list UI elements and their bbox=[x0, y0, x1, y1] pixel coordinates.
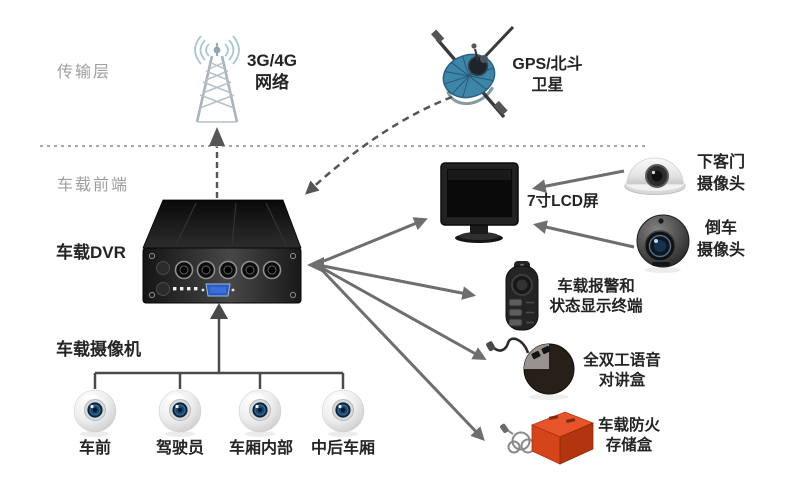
dvr-connection-arrows bbox=[307, 217, 487, 441]
intercom-label: 全双工语音 对讲盒 bbox=[583, 352, 661, 389]
lcd-label: 7寸LCD屏 bbox=[527, 193, 599, 210]
alarm-terminal-icon bbox=[505, 261, 539, 331]
cell-tower-icon bbox=[194, 35, 240, 123]
eyeball-camera-front-icon bbox=[73, 389, 117, 438]
eyeball-camera-cabin-icon bbox=[238, 389, 282, 438]
intercom-icon bbox=[486, 337, 575, 400]
gps-satellite-icon bbox=[431, 25, 515, 119]
camera-label-cabin: 车厢内部 bbox=[228, 440, 294, 457]
uplink-arrow bbox=[209, 127, 225, 208]
camera-label-front: 车前 bbox=[78, 440, 112, 457]
camera-to-monitor-arrows bbox=[531, 169, 635, 249]
satellite-label: GPS/北斗 卫星 bbox=[512, 56, 583, 94]
network-label: 3G/4G 网络 bbox=[246, 51, 298, 92]
alarm-terminal-label: 车载报警和 状态显示终端 bbox=[549, 278, 643, 315]
dome-camera-label: 下客门 摄像头 bbox=[696, 154, 745, 193]
storage-box-label: 车载防火 存储盒 bbox=[597, 417, 660, 454]
camera-tree-lines bbox=[93, 303, 345, 389]
rear-camera-label: 倒车 摄像头 bbox=[696, 220, 745, 259]
transmission-layer-label: 传输层 bbox=[57, 64, 112, 81]
eyeball-camera-driver-icon bbox=[158, 389, 202, 438]
camera-group-label: 车载摄像机 bbox=[56, 340, 141, 359]
eyeball-camera-rear-cabin-icon bbox=[321, 389, 365, 438]
dvr-label: 车载DVR bbox=[56, 243, 126, 262]
frontend-layer-label: 车载前端 bbox=[57, 177, 130, 194]
satellite-link-arrow bbox=[305, 95, 453, 195]
rear-camera-icon bbox=[636, 214, 690, 273]
dome-camera-icon bbox=[624, 157, 686, 195]
lcd-monitor-icon bbox=[440, 162, 519, 243]
camera-label-driver: 驾驶员 bbox=[155, 440, 205, 457]
storage-box-icon bbox=[500, 411, 595, 465]
dvr-icon bbox=[142, 199, 302, 304]
camera-label-rear-cabin: 中后车厢 bbox=[310, 440, 376, 457]
